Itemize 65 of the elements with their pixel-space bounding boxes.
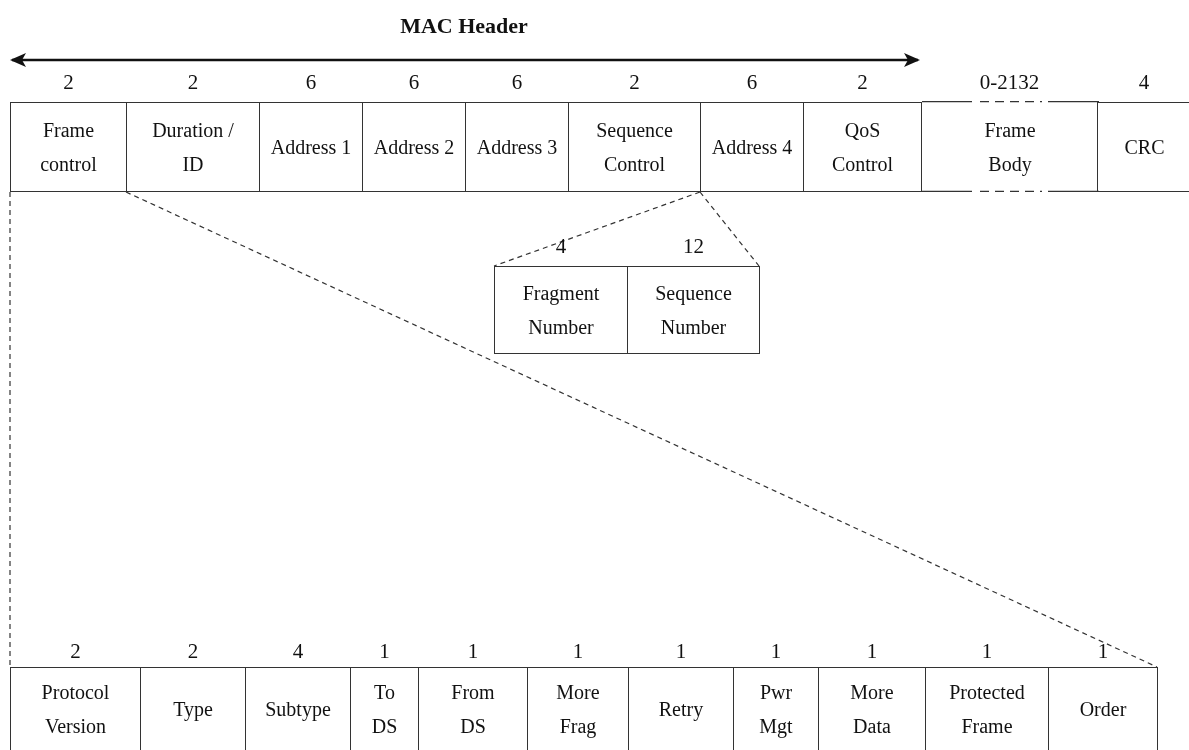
bit-count: 4 <box>291 639 305 663</box>
field-cell <box>627 266 760 354</box>
field-name: Sequence Number <box>654 281 733 340</box>
zoom-guide-line <box>125 191 1158 668</box>
bit-count: 1 <box>1096 639 1110 663</box>
field-name: More Data <box>849 680 895 739</box>
field-name: Protocol Version <box>40 680 111 739</box>
bit-count: 1 <box>466 639 480 663</box>
bit-count: 6 <box>510 69 524 96</box>
field-name: Frame Body <box>983 118 1037 178</box>
field-cell <box>568 102 701 192</box>
field-name: From DS <box>450 680 496 739</box>
bit-count: 1 <box>769 639 783 663</box>
field-cell <box>1097 102 1189 192</box>
field-name: Subtype <box>265 697 331 723</box>
bit-count: 4 <box>1137 69 1151 96</box>
bit-count: 12 <box>682 233 705 260</box>
bit-count: 0-2132 <box>978 69 1041 96</box>
field-name: Type <box>173 697 213 723</box>
bit-count: 2 <box>62 69 75 96</box>
bit-count: 2 <box>186 639 200 663</box>
field-cell <box>494 266 628 354</box>
bit-count: 6 <box>407 69 421 96</box>
bit-count: 1 <box>674 639 688 663</box>
zoom-guide-line <box>699 191 760 267</box>
field-cell <box>465 102 569 192</box>
header-title: MAC Header <box>399 12 529 40</box>
bit-count: 2 <box>628 69 641 96</box>
field-cell <box>803 102 922 192</box>
bit-count: 6 <box>304 69 318 96</box>
bit-count: 2 <box>186 69 200 96</box>
bit-count: 2 <box>856 69 869 96</box>
field-cell <box>10 102 127 192</box>
field-cell <box>700 102 804 192</box>
field-name: Frame control <box>39 118 98 177</box>
field-cell <box>921 102 1098 192</box>
field-name: Order <box>1079 697 1127 722</box>
field-cell <box>362 102 466 192</box>
bit-count: 1 <box>865 639 879 663</box>
field-name: CRC <box>1124 135 1165 160</box>
field-name: More Frag <box>555 680 601 740</box>
field-name: Address 4 <box>711 135 793 160</box>
field-cell <box>126 102 260 192</box>
field-name: QoS Control <box>830 118 895 177</box>
bit-count: 1 <box>980 639 994 663</box>
zoom-guide-line <box>493 191 701 267</box>
bit-count: 6 <box>745 69 759 96</box>
field-name: Retry <box>658 697 704 723</box>
field-name: Protected Frame <box>948 680 1026 739</box>
field-name: Address 2 <box>373 135 455 160</box>
field-name: Duration / ID <box>151 118 235 177</box>
bit-count: 1 <box>378 639 391 663</box>
field-cell <box>10 667 141 750</box>
field-name: Fragment Number <box>521 281 601 340</box>
bit-count: 2 <box>69 639 82 663</box>
field-name: To DS <box>370 680 399 739</box>
field-name: Sequence Control <box>595 118 674 177</box>
field-cell <box>1048 667 1158 750</box>
bit-count: 1 <box>571 639 585 663</box>
bit-count: 4 <box>554 233 568 260</box>
field-name: Pwr Mgt <box>758 680 794 740</box>
field-name: Address 3 <box>476 135 558 160</box>
zoom-guide-line <box>9 191 11 668</box>
field-name: Address 1 <box>270 135 352 160</box>
field-cell <box>259 102 363 192</box>
